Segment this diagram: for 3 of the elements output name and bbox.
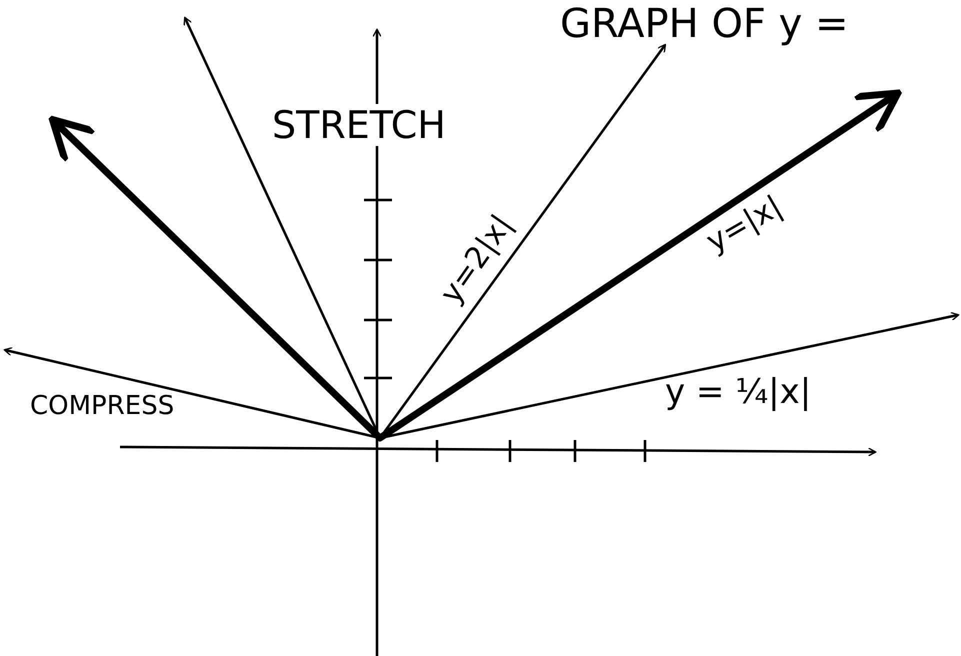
equation-label: y = ¼|x| [665,375,812,409]
graph-title: GRAPH OF y = [560,4,849,44]
region-label: COMPRESS [30,393,174,419]
